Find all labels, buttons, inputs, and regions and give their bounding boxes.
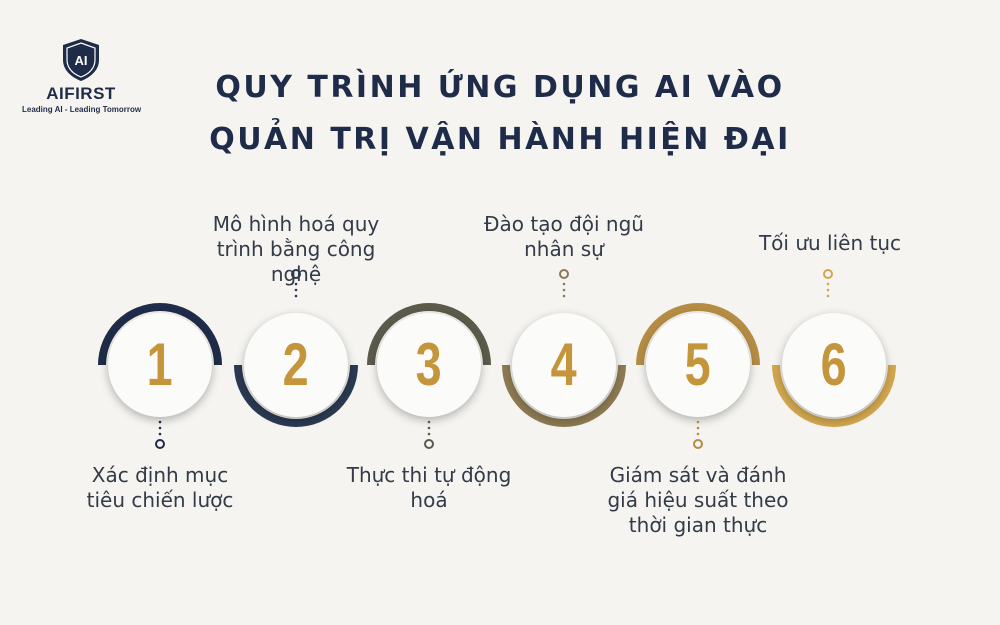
- step-2-arc-path: [234, 365, 358, 427]
- step-3-dot-2: [427, 426, 431, 430]
- step-4-label-line-2: nhân sự: [524, 237, 604, 261]
- step-2-dot-3: [294, 294, 298, 298]
- step-6-arc: [772, 365, 896, 427]
- title-line-2: QUẢN TRỊ VẬN HÀNH HIỆN ĐẠI: [209, 122, 791, 157]
- step-4-dot-2: [562, 288, 566, 292]
- step-1-arc: [98, 303, 222, 365]
- step-5-connector: [693, 420, 703, 449]
- step-4-ring: [559, 269, 569, 279]
- title-line-1: QUY TRÌNH ỨNG DỤNG AI VÀO: [215, 70, 785, 105]
- step-1-arc-path: [98, 303, 222, 365]
- step-5-ring: [693, 439, 703, 449]
- step-4-dot-3: [562, 294, 566, 298]
- step-5-label-line-1: Giám sát và đánh: [609, 463, 787, 487]
- step-6-dot-1: [826, 282, 830, 286]
- shield-logo-icon: AI: [63, 39, 99, 81]
- step-1-circle: 1: [108, 313, 212, 417]
- logo-tagline: Leading AI - Leading Tomorrow: [22, 105, 142, 114]
- step-2-ring: [291, 269, 301, 279]
- step-3-label-line-1: Thực thi tự động: [346, 463, 512, 487]
- step-3-circle: 3: [377, 313, 481, 417]
- step-2-label-line-2: trình bằng công nghệ: [216, 237, 376, 286]
- step-5-arc-path: [636, 303, 760, 365]
- step-5-dot-3: [696, 432, 700, 436]
- step-6-connector: [823, 269, 833, 298]
- step-1-ring: [155, 439, 165, 449]
- step-3-label: Thực thi tự động hoá: [329, 463, 529, 513]
- step-1-dot-2: [158, 426, 162, 430]
- step-1-number: 1: [146, 331, 174, 398]
- step-2-connector: [291, 269, 301, 298]
- step-3-arc: [367, 303, 491, 365]
- step-6-label-line-1: Tối ưu liên tục: [758, 231, 902, 255]
- step-3-label-line-2: hoá: [410, 488, 448, 512]
- step-5-dot-2: [696, 426, 700, 430]
- step-1-dot-1: [158, 420, 162, 424]
- step-6-dot-3: [826, 294, 830, 298]
- step-3-connector: [424, 420, 434, 449]
- step-5-dot-1: [696, 420, 700, 424]
- step-6-arc-path: [772, 365, 896, 427]
- step-6-ring: [823, 269, 833, 279]
- step-3-dot-3: [427, 432, 431, 436]
- step-6-circle: 6: [782, 313, 886, 417]
- step-4-dot-1: [562, 282, 566, 286]
- step-4-number: 4: [550, 331, 578, 398]
- step-2-dot-2: [294, 288, 298, 292]
- step-3-dot-1: [427, 420, 431, 424]
- step-1-label-line-1: Xác định mục: [91, 463, 229, 487]
- step-2-label-line-1: Mô hình hoá quy: [212, 212, 380, 236]
- page-title: QUY TRÌNH ỨNG DỤNG AI VÀO QUẢN TRỊ VẬN H…: [0, 62, 1000, 166]
- step-3-number: 3: [415, 331, 443, 398]
- step-4-label: Đào tạo đội ngũ nhân sự: [464, 212, 664, 262]
- step-2-number: 2: [282, 331, 310, 398]
- step-4-label-line-1: Đào tạo đội ngũ: [484, 212, 644, 236]
- step-2-circle: 2: [244, 313, 348, 417]
- step-5-label-line-2: giá hiệu suất theo: [607, 488, 789, 512]
- step-3-ring: [424, 439, 434, 449]
- step-2-dot-1: [294, 282, 298, 286]
- step-5-label: Giám sát và đánh giá hiệu suất theo thời…: [598, 463, 798, 538]
- step-3-arc-path: [367, 303, 491, 365]
- logo-name: AIFIRST: [46, 84, 116, 103]
- step-5-circle: 5: [646, 313, 750, 417]
- step-4-arc-path: [502, 365, 626, 427]
- step-1-label: Xác định mục tiêu chiến lược: [60, 463, 260, 513]
- step-1-label-line-2: tiêu chiến lược: [86, 488, 234, 512]
- step-2-label: Mô hình hoá quy trình bằng công nghệ: [196, 212, 396, 287]
- step-4-connector: [559, 269, 569, 298]
- step-6-number: 6: [820, 331, 848, 398]
- step-4-arc: [502, 365, 626, 427]
- step-6-label: Tối ưu liên tục: [730, 231, 930, 256]
- logo-mark-text: AI: [75, 53, 88, 68]
- step-6-dot-2: [826, 288, 830, 292]
- brand-logo: AI AIFIRST Leading AI - Leading Tomorrow: [22, 38, 142, 114]
- step-1-dot-3: [158, 432, 162, 436]
- step-1-connector: [155, 420, 165, 449]
- step-5-label-line-3: thời gian thực: [628, 513, 768, 537]
- step-4-circle: 4: [512, 313, 616, 417]
- step-5-arc: [636, 303, 760, 365]
- step-5-number: 5: [684, 331, 712, 398]
- step-2-arc: [234, 365, 358, 427]
